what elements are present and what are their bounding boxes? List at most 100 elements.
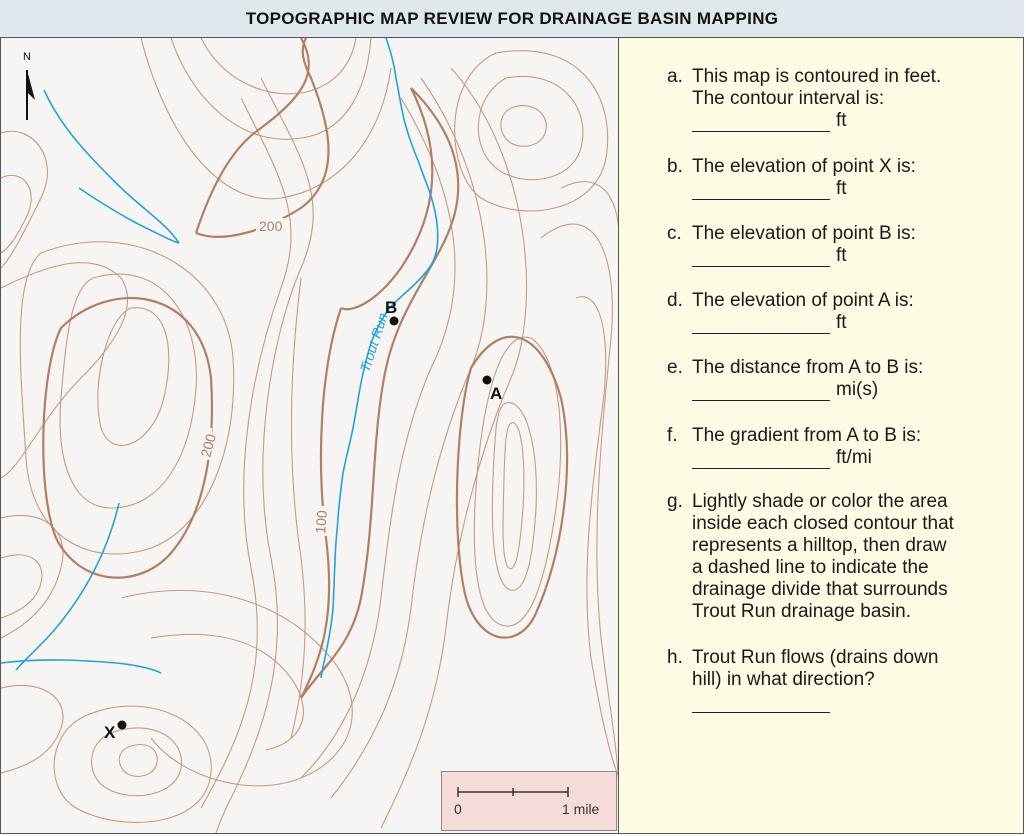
stream-southwest-branch	[1, 659, 162, 674]
contour-line	[473, 336, 562, 627]
question-text-line: This map is contoured in feet.	[692, 66, 942, 87]
north-arrow-label: N	[23, 51, 31, 63]
answer-line: ft	[692, 110, 1017, 132]
question-text-line: Trout Run drainage basin.	[692, 601, 911, 622]
contour-line	[200, 38, 357, 95]
question-text-line: Lightly shade or color the area	[692, 491, 948, 512]
index-contour-200-west	[42, 297, 214, 579]
questions-panel: a. This map is contoured in feet. The co…	[619, 38, 1023, 833]
stream-northwest-branch	[78, 187, 180, 244]
scale-end-label: 1 mile	[562, 801, 600, 817]
index-contours	[42, 38, 569, 699]
answer-line: ft	[692, 312, 1017, 334]
question-text-line: represents a hilltop, then draw	[692, 535, 947, 556]
contour-line	[540, 223, 618, 782]
contour-line	[91, 727, 182, 797]
answer-unit: ft/mi	[836, 447, 872, 468]
contour-label-group: 200 200 100	[196, 218, 330, 536]
contour-line	[491, 402, 537, 591]
answer-blank[interactable]	[692, 315, 830, 334]
contour-line	[53, 705, 212, 823]
contour-line	[477, 76, 584, 181]
point-x-label: X	[104, 723, 116, 742]
point-a-dot	[482, 375, 492, 385]
contour-line	[575, 296, 618, 777]
point-x-marker: X	[104, 720, 127, 742]
contour-label-200-north: 200	[259, 218, 283, 234]
north-arrow: N	[23, 51, 35, 120]
question-c: c. The elevation of point B is: ft	[667, 223, 1017, 267]
question-b: b. The elevation of point X is: ft	[667, 156, 1017, 200]
contour-line	[97, 307, 170, 446]
contour-line	[560, 181, 618, 228]
contour-lines	[1, 38, 618, 833]
trout-run-river	[320, 38, 439, 679]
map-svg: 200 200 100 Trout Run N B A X	[1, 38, 618, 833]
question-letter: b.	[667, 156, 683, 177]
answer-line: mi(s)	[692, 379, 1017, 401]
question-text-line: The contour interval is:	[692, 88, 885, 109]
question-letter: d.	[667, 290, 683, 311]
question-text-line: The elevation of point B is:	[692, 223, 916, 244]
question-text-line: drainage divide that surrounds	[692, 579, 948, 600]
question-f: f. The gradient from A to B is: ft/mi	[667, 425, 1017, 469]
answer-line: ft	[692, 178, 1017, 200]
question-letter: g.	[667, 491, 683, 512]
stream-southwest	[15, 502, 120, 671]
question-text-line: a dashed line to indicate the	[692, 557, 929, 578]
contour-line	[170, 38, 372, 140]
topographic-map: 200 200 100 Trout Run N B A X	[1, 38, 619, 833]
answer-line: ft/mi	[692, 447, 1017, 469]
scale-bar: 0 1 mile	[454, 787, 600, 817]
index-contour-200-north-b	[195, 38, 330, 238]
point-a-marker: A	[482, 375, 502, 403]
question-letter: h.	[667, 647, 683, 668]
answer-unit: mi(s)	[836, 379, 879, 400]
answer-blank[interactable]	[692, 181, 830, 200]
contour-line	[19, 241, 235, 555]
question-text-line: hill) in what direction?	[692, 669, 875, 690]
streams	[1, 38, 439, 679]
contour-line	[200, 97, 292, 809]
contour-line	[120, 589, 353, 787]
question-h: h. Trout Run flows (drains down hill) in…	[667, 647, 1017, 713]
answer-blank[interactable]	[692, 450, 830, 469]
question-text-line: inside each closed contour that	[692, 513, 954, 534]
page-title: TOPOGRAPHIC MAP REVIEW FOR DRAINAGE BASI…	[245, 8, 779, 28]
index-contour-east	[455, 335, 569, 639]
answer-line	[692, 691, 1017, 713]
answer-blank[interactable]	[692, 113, 830, 132]
title-bar: TOPOGRAPHIC MAP REVIEW FOR DRAINAGE BASI…	[0, 0, 1024, 38]
scale-bar-box: 0 1 mile	[441, 771, 617, 831]
answer-unit: ft	[836, 178, 847, 199]
question-text-line: Trout Run flows (drains down	[692, 647, 939, 668]
scale-start-label: 0	[454, 801, 462, 817]
contour-line	[1, 684, 64, 774]
contour-line	[215, 77, 314, 833]
question-a: a. This map is contoured in feet. The co…	[667, 66, 1017, 132]
question-d: d. The elevation of point A is: ft	[667, 290, 1017, 334]
answer-blank[interactable]	[692, 248, 830, 267]
north-arrow-head	[27, 70, 35, 100]
question-letter: e.	[667, 357, 683, 378]
answer-blank[interactable]	[692, 382, 830, 401]
question-g: g. Lightly shade or color the area insid…	[667, 491, 1017, 623]
point-b-dot	[389, 316, 399, 326]
answer-blank[interactable]	[692, 694, 830, 713]
stream-northwest	[43, 89, 180, 244]
question-letter: c.	[667, 223, 682, 244]
contour-line	[502, 422, 525, 570]
question-text-line: The gradient from A to B is:	[692, 425, 922, 446]
question-letter: f.	[667, 425, 678, 446]
point-a-label: A	[490, 384, 502, 403]
contour-line	[330, 77, 488, 799]
contour-line	[118, 744, 158, 777]
contour-line	[380, 67, 528, 829]
question-letter: a.	[667, 66, 683, 87]
question-text-line: The distance from A to B is:	[692, 357, 924, 378]
index-contour-100	[300, 87, 460, 699]
contour-line	[1, 514, 64, 639]
contour-line	[150, 633, 304, 751]
contour-line	[500, 105, 547, 147]
contour-line	[290, 277, 306, 739]
